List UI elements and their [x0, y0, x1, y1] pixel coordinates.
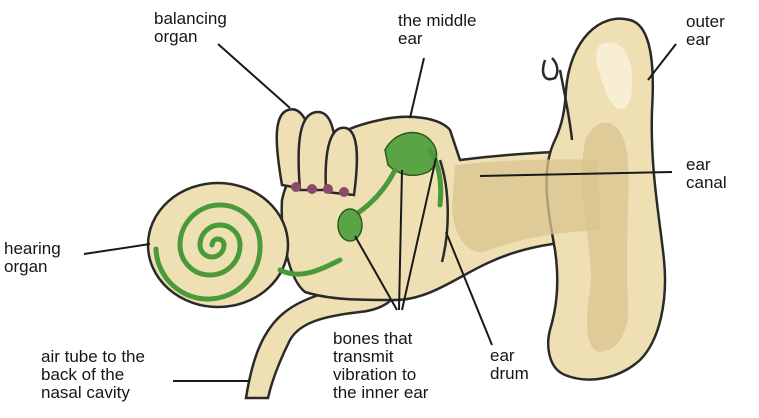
label-ear-drum: ear drum	[490, 347, 529, 383]
label-ear-canal: ear canal	[686, 156, 727, 192]
label-middle-ear: the middle ear	[398, 12, 476, 48]
label-hearing-organ: hearing organ	[4, 240, 61, 276]
label-balancing-organ: balancing organ	[154, 10, 227, 46]
label-bones: bones that transmit vibration to the inn…	[333, 330, 428, 402]
label-outer-ear: outer ear	[686, 13, 725, 49]
pinna-inner-shade	[582, 123, 628, 352]
label-air-tube: air tube to the back of the nasal cavity	[41, 348, 145, 402]
semicircular-canals	[277, 109, 357, 197]
